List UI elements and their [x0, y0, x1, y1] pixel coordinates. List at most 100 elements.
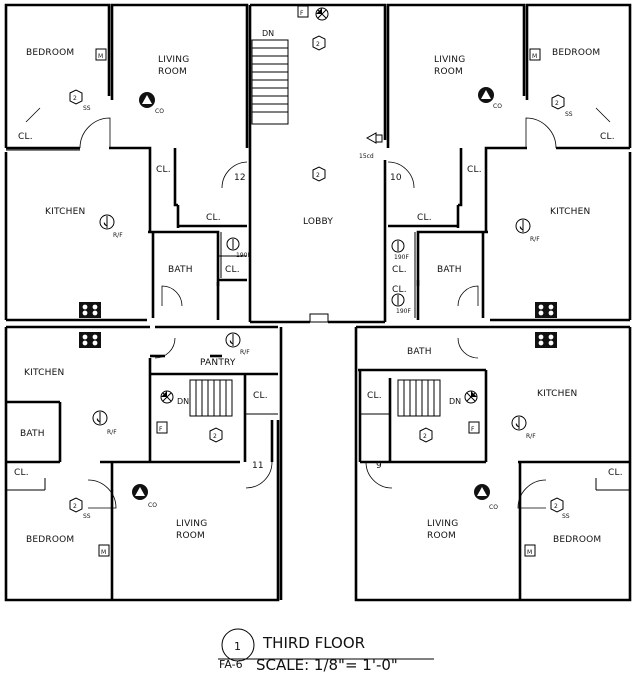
svg-text:2: 2 [555, 100, 559, 107]
hex-tag-icon: 2 [550, 497, 564, 513]
svg-text:F: F [471, 426, 475, 433]
svg-text:2: 2 [316, 41, 320, 48]
pull-station-icon: F [468, 421, 480, 434]
svg-text:2: 2 [554, 503, 558, 510]
svg-text:R/F: R/F [107, 429, 117, 436]
horn-strobe-icon [464, 390, 478, 404]
stair-top: DN [251, 29, 289, 125]
svg-text:M: M [98, 53, 103, 60]
stair-bottom-right: DN [397, 379, 461, 417]
co-detectors: CO CO CO CO [132, 87, 502, 511]
hex-tag-icon: 2 [312, 166, 326, 182]
stair-label-top: DN [262, 29, 274, 38]
room-label-kitchen-bl: KITCHEN [24, 368, 64, 378]
svg-text:M: M [101, 549, 106, 556]
pull-station-icon: F [297, 5, 309, 18]
meter-icon: M [98, 544, 110, 557]
svg-text:R/F: R/F [530, 236, 540, 243]
svg-text:2: 2 [73, 503, 77, 510]
co-detector-icon: CO [474, 484, 498, 511]
closet-label: CL. [225, 265, 240, 275]
closet-label: CL. [392, 285, 407, 295]
co-detector-icon: CO [478, 87, 502, 110]
heat-detector-icon: R/F [515, 218, 540, 243]
room-label-bath-tr: BATH [437, 265, 462, 275]
smoke-label: SS [83, 513, 91, 520]
heat-detector-icon: R/F [225, 332, 250, 356]
room-label-bath-tl: BATH [168, 265, 193, 275]
closet-label: CL. [18, 132, 33, 142]
stair-bottom-left: DN [177, 379, 233, 417]
svg-text:F: F [159, 426, 163, 433]
walls [4, 3, 632, 602]
co-detector-icon: CO [139, 92, 164, 115]
svg-text:15cd: 15cd [359, 153, 374, 160]
svg-text:190F: 190F [236, 252, 251, 259]
detail-number: 1 [234, 640, 241, 653]
closet-label: CL. [253, 391, 268, 401]
unit-number-9: 9 [376, 461, 382, 471]
closet-labels: CL. CL. CL. CL. CL. CL. CL. CL. CL. CL. … [14, 132, 623, 478]
room-label-lobby: LOBBY [303, 217, 333, 227]
meter-icon: M [95, 48, 107, 61]
horn-strobe-icon [160, 390, 174, 404]
hex-tag-icon: 2 [419, 427, 433, 443]
room-label-bath-br: BATH [407, 347, 432, 357]
pull-station-icon: F [156, 421, 168, 434]
meter-icon: M [524, 544, 536, 557]
closet-label: CL. [608, 468, 623, 478]
room-label-kitchen-br: KITCHEN [537, 389, 577, 399]
unit-number-11: 11 [252, 461, 264, 471]
heat-detectors: R/F R/F R/F R/F R/F 190F 190F 190F [92, 214, 540, 440]
unit-number-12: 12 [234, 173, 246, 183]
room-label-bedroom-br: BEDROOM [553, 535, 601, 545]
svg-text:CO: CO [489, 504, 498, 511]
room-label-pantry: PANTRY [200, 358, 236, 368]
drawing-title: THIRD FLOOR [262, 634, 365, 652]
svg-text:190F: 190F [394, 254, 409, 261]
closet-label: CL. [417, 213, 432, 223]
smoke-label: SS [562, 513, 570, 520]
smoke-label: SS [565, 111, 573, 118]
room-label-kitchen-tl: KITCHEN [45, 207, 85, 217]
svg-text:R/F: R/F [113, 232, 123, 239]
svg-text:M: M [532, 53, 537, 60]
svg-text:M: M [527, 549, 532, 556]
heat-detector-icon: R/F [99, 214, 123, 239]
smoke-label: SS [83, 105, 91, 112]
stove-icons [79, 302, 557, 348]
horn-strobe-icon [315, 7, 329, 21]
stove-icon-tr [535, 302, 557, 318]
heat-detector-icon: 190F [391, 239, 409, 261]
stove-icon-tl [79, 302, 101, 318]
svg-text:R/F: R/F [240, 349, 250, 356]
svg-text:2: 2 [213, 433, 217, 440]
room-label-bedroom-tr: BEDROOM [552, 48, 600, 58]
closet-label: CL. [467, 165, 482, 175]
hex-tag-icon: 2 [551, 94, 565, 110]
room-label-bedroom-bl: BEDROOM [26, 535, 74, 545]
hex-tags: 2 2 2 2 2 2 2 2 SS SS SS SS [69, 35, 573, 520]
closet-label: CL. [156, 165, 171, 175]
unit-number-10: 10 [390, 173, 402, 183]
hex-tag-icon: 2 [69, 89, 83, 105]
stair-label-br: DN [449, 397, 461, 406]
speaker-strobe-icon: 15cd [359, 132, 383, 160]
stove-icon-br [535, 332, 557, 348]
alarm-devices: 15cd F F F M M M M [95, 5, 541, 557]
svg-text:R/F: R/F [526, 433, 536, 440]
svg-text:2: 2 [316, 172, 320, 179]
title-block: 1 FA-6 THIRD FLOOR SCALE: 1/8"= 1'-0" [218, 628, 434, 674]
svg-text:190F: 190F [396, 308, 411, 315]
svg-text:CO: CO [493, 103, 502, 110]
svg-text:CO: CO [155, 108, 164, 115]
hex-tag-icon: 2 [209, 427, 223, 443]
stove-icon-bl [79, 332, 101, 348]
svg-text:CO: CO [148, 502, 157, 509]
closet-label: CL. [392, 265, 407, 275]
